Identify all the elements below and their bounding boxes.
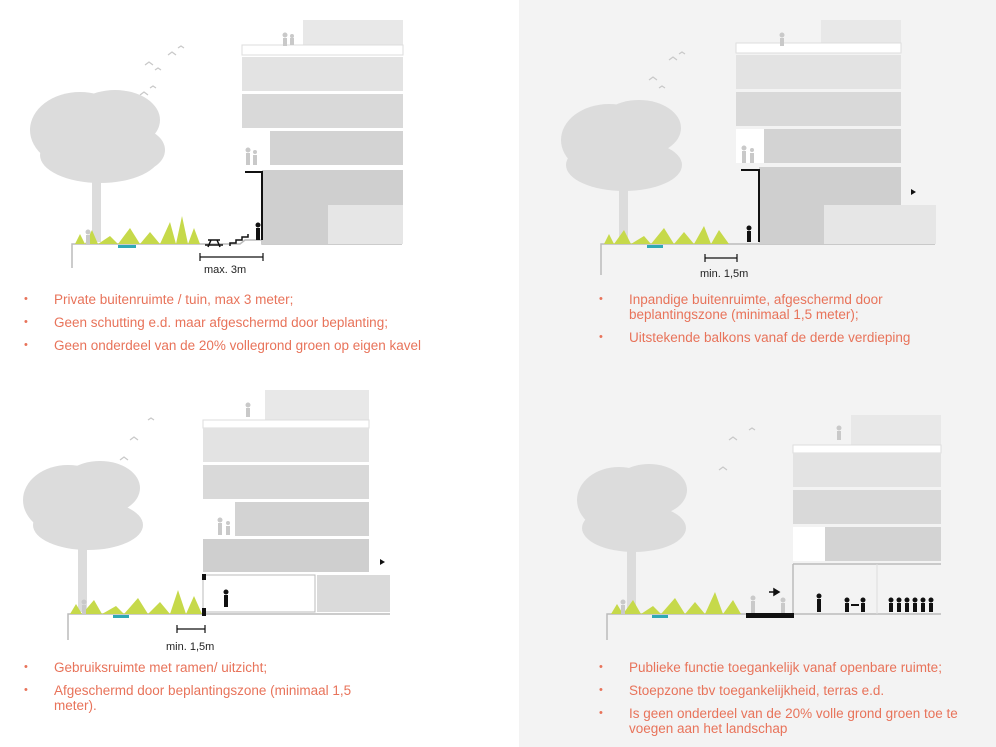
note-item: Stoepzone tbv toegankelijkheid, terras e… bbox=[597, 683, 982, 698]
arrow-left-icon bbox=[380, 559, 385, 565]
terrace-people-icon bbox=[816, 593, 934, 612]
water-icon bbox=[652, 615, 668, 618]
notes-public-function: Publieke functie toegankelijk vanaf open… bbox=[597, 660, 982, 744]
dimension-line bbox=[176, 625, 206, 633]
tree-icon bbox=[23, 461, 143, 612]
building-section bbox=[202, 390, 390, 616]
section-diagram-indoor-outdoor-space: min. 1,5m bbox=[561, 20, 936, 280]
section-diagram-private-garden: max. 3m bbox=[30, 20, 404, 276]
birds-icon bbox=[119, 417, 155, 461]
picnic-table-icon bbox=[205, 239, 223, 248]
notes-private-garden: Private buitenruimte / tuin, max 3 meter… bbox=[22, 292, 442, 361]
note-item: Afgeschermd door beplantingszone (minima… bbox=[22, 683, 382, 713]
dimension-label: min. 1,5m bbox=[700, 268, 748, 280]
tree-icon bbox=[577, 464, 687, 612]
dimension-line bbox=[199, 253, 264, 261]
planting-zone bbox=[70, 590, 202, 614]
arrow-right-icon bbox=[769, 587, 781, 597]
dimension-label: max. 3m bbox=[204, 264, 246, 276]
ground-profile bbox=[600, 243, 935, 275]
note-item: Gebruiksruimte met ramen/ uitzicht; bbox=[22, 660, 382, 675]
notes-usage-space: Gebruiksruimte met ramen/ uitzicht; Afge… bbox=[22, 660, 382, 721]
arrow-left-icon bbox=[911, 189, 916, 195]
notes-indoor-outdoor-space: Inpandige buitenruimte, afgeschermd door… bbox=[597, 292, 977, 353]
building-section bbox=[735, 20, 936, 244]
birds-icon bbox=[139, 45, 185, 96]
note-item: Inpandige buitenruimte, afgeschermd door… bbox=[597, 292, 977, 322]
water-icon bbox=[647, 245, 663, 248]
ground-profile bbox=[606, 613, 941, 640]
water-icon bbox=[118, 245, 136, 248]
planting-zone bbox=[75, 216, 200, 244]
birds-icon bbox=[718, 427, 756, 471]
note-item: Uitstekende balkons vanaf de derde verdi… bbox=[597, 330, 977, 345]
building-section bbox=[241, 20, 404, 244]
planting-zone bbox=[604, 226, 729, 244]
note-item: Is geen onderdeel van de 20% volle grond… bbox=[597, 706, 982, 736]
people-icon bbox=[620, 425, 842, 614]
person-icon bbox=[223, 589, 229, 607]
dimension-label: min. 1,5m bbox=[166, 641, 214, 653]
tree-icon bbox=[30, 90, 165, 242]
tree-icon bbox=[561, 100, 682, 242]
note-item: Geen schutting e.d. maar afgeschermd doo… bbox=[22, 315, 442, 330]
building-section bbox=[746, 415, 942, 618]
dimension-line bbox=[704, 254, 738, 262]
note-item: Publieke functie toegankelijk vanaf open… bbox=[597, 660, 982, 675]
section-diagram-public-function bbox=[577, 415, 942, 640]
water-icon bbox=[113, 615, 129, 618]
note-item: Geen onderdeel van de 20% vollegrond gro… bbox=[22, 338, 442, 353]
people-icon bbox=[85, 32, 294, 244]
ground-profile bbox=[67, 613, 390, 640]
birds-icon bbox=[648, 51, 686, 89]
section-diagram-usage-space: min. 1,5m bbox=[23, 390, 390, 653]
people-icon bbox=[741, 32, 785, 163]
person-icon bbox=[746, 225, 752, 242]
people-icon bbox=[81, 402, 251, 614]
steps bbox=[229, 234, 249, 246]
note-item: Private buitenruimte / tuin, max 3 meter… bbox=[22, 292, 442, 307]
person-icon bbox=[255, 222, 261, 240]
planting-zone bbox=[611, 592, 741, 614]
